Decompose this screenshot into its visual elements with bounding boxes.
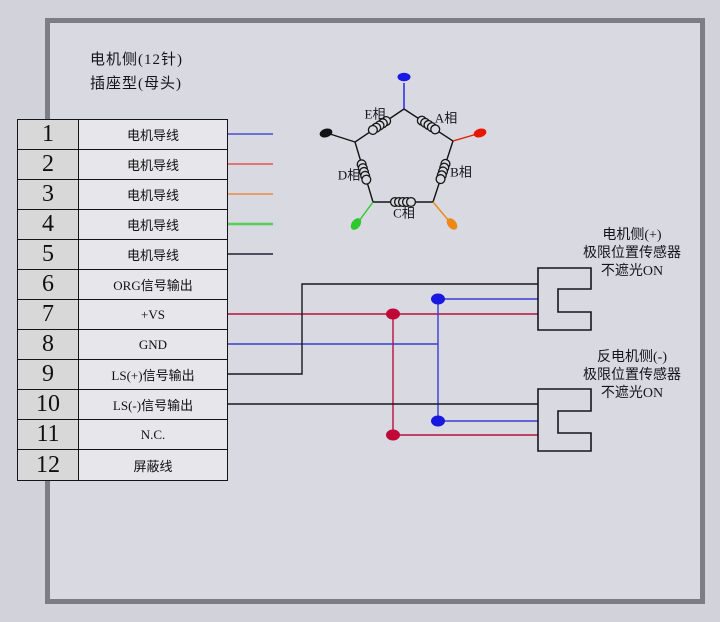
table-row: 9 LS(+)信号输出 [18,360,227,390]
pin-label-cell: 电机导线 [79,240,227,269]
pin-number-cell: 8 [18,330,79,359]
pin-label-cell: GND [79,330,227,359]
lead-dot-black [319,128,333,138]
pin-label-cell: N.C. [79,420,227,449]
phase-label-e: E相 [364,106,386,122]
connector-title: 电机侧(12针) 插座型(母头) [90,48,183,96]
phase-label-d: D相 [337,167,361,183]
pin-number-cell: 9 [18,360,79,389]
pin-number-cell: 12 [18,450,79,480]
junction-dot-blue-top [431,293,445,305]
phase-label-c: C相 [393,205,415,221]
table-row: 8 GND [18,330,227,360]
pin-label-cell: 屏蔽线 [79,450,227,480]
pin-number-cell: 6 [18,270,79,299]
table-row: 3 电机导线 [18,180,227,210]
sensor-plus-caption-line2: 极限位置传感器 [583,246,681,261]
sensor-plus-caption: 电机侧(+) 极限位置传感器 不遮光ON [562,227,702,281]
connector-title-line1: 电机侧(12针) [90,52,183,68]
coil-symbol-b-phase [434,157,452,186]
pin-table: 1 电机导线 2 电机导线 3 电机导线 4 电机导线 5 电机导线 6 ORG… [17,119,228,481]
table-row: 6 ORG信号输出 [18,270,227,300]
sensor-minus-caption-line1: 反电机侧(-) [597,350,667,365]
pin-number-cell: 7 [18,300,79,329]
lead-dot-red [473,128,487,138]
sensor-minus-caption-line3: 不遮光ON [600,386,664,401]
table-row: 5 电机导线 [18,240,227,270]
pin-number-cell: 11 [18,420,79,449]
pin-label-cell: ORG信号输出 [79,270,227,299]
ls-plus-signal-wire [228,283,538,375]
table-row: 7 +VS [18,300,227,330]
table-row: 1 电机导线 [18,120,227,150]
junction-dot-crimson-bottom [386,429,400,441]
connector-title-line2: 插座型(母头) [90,76,182,92]
sensor-minus-caption: 反电机侧(-) 极限位置传感器 不遮光ON [562,349,702,403]
table-row: 11 N.C. [18,420,227,450]
gnd-signal-wire [228,298,538,422]
pin-number-cell: 2 [18,150,79,179]
sensor-plus-caption-line1: 电机侧(+) [602,228,662,243]
junction-dot-crimson-top [386,308,400,320]
lead-dot-green [350,218,362,230]
pin-label-cell: +VS [79,300,227,329]
pin-number-cell: 5 [18,240,79,269]
limit-sensor-minus-shape [537,388,592,452]
table-row: 10 LS(-)信号输出 [18,390,227,420]
pin-number-cell: 10 [18,390,79,419]
pin-label-cell: 电机导线 [79,150,227,179]
pin-label-cell: 电机导线 [79,180,227,209]
pin-number-cell: 3 [18,180,79,209]
pin-number-cell: 1 [18,120,79,149]
pin-number-cell: 4 [18,210,79,239]
lead-dot-blue [397,72,411,82]
phase-label-a: A相 [434,110,458,126]
lead-wire-red [452,133,478,142]
junction-dot-blue-bottom [431,415,445,427]
table-row: 12 屏蔽线 [18,450,227,480]
vs-signal-wire [228,313,538,436]
pin-label-cell: LS(-)信号输出 [79,390,227,419]
pin-label-cell: 电机导线 [79,210,227,239]
phase-label-b: B相 [450,164,472,180]
pin-label-cell: 电机导线 [79,120,227,149]
pin-label-cell: LS(+)信号输出 [79,360,227,389]
lead-wire-orange [432,201,450,222]
lead-wire-black [329,133,356,143]
table-row: 4 电机导线 [18,210,227,240]
limit-sensor-plus-shape [537,267,592,331]
sensor-plus-caption-line3: 不遮光ON [600,264,664,279]
lead-dot-orange [446,218,458,230]
sensor-minus-caption-line2: 极限位置传感器 [583,368,681,383]
lead-wire-green [358,201,374,222]
table-row: 2 电机导线 [18,150,227,180]
